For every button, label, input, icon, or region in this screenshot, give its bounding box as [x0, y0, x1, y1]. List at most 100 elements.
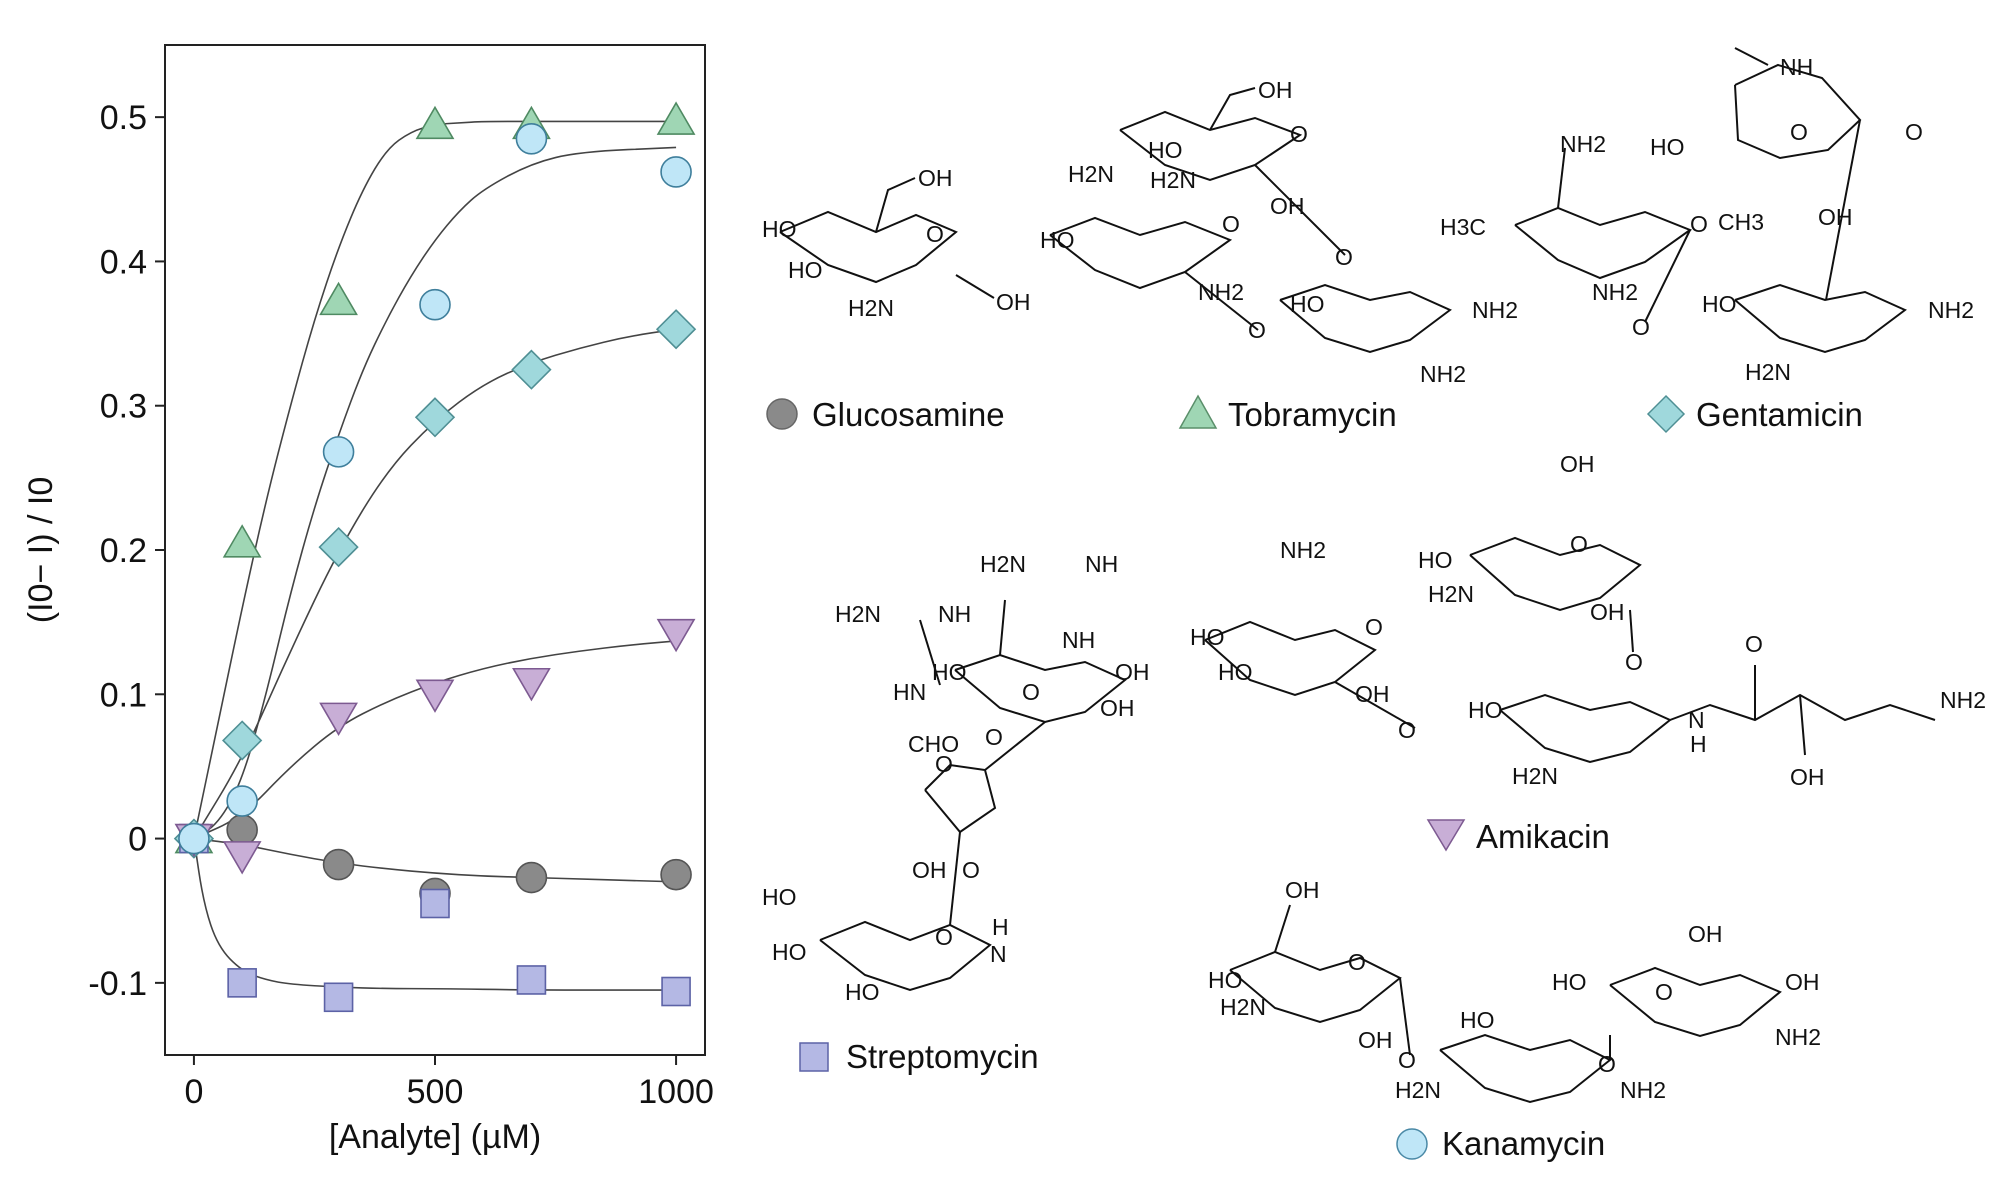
- streptomycin-label: N: [990, 941, 1007, 967]
- data-point-streptomycin: [516, 965, 547, 995]
- data-point-amikacin: [656, 618, 696, 653]
- data-point-kanamycin: [660, 156, 692, 188]
- structures-panel: OH HO HO O H2N OH Glucosamine OH HO O H2…: [762, 47, 1986, 1162]
- legend-label-gentamicin: Gentamicin: [1696, 396, 1863, 433]
- y-tick-label: 0.3: [100, 388, 147, 426]
- amikacin-structure: OH NH2 HO O H2N OH O HO O HO OH HO O N H…: [1190, 451, 1986, 790]
- glucosamine-label: HO: [788, 257, 823, 283]
- gentamicin-label: O: [1905, 119, 1923, 145]
- y-tick-label: 0.2: [100, 532, 147, 570]
- gentamicin-label: NH: [1780, 54, 1813, 80]
- x-axis-title: [Analyte] (µM): [329, 1118, 541, 1156]
- data-point-glucosamine: [322, 848, 355, 881]
- glucosamine-structure: OH HO HO O H2N OH: [762, 165, 1031, 321]
- streptomycin-label: OH: [912, 857, 947, 883]
- amikacin-label: NH2: [1940, 687, 1986, 713]
- amikacin-label: N: [1688, 707, 1705, 733]
- gentamicin-label: NH2: [1928, 297, 1974, 323]
- y-tick-label: 0.5: [100, 99, 147, 137]
- kanamycin-label: H2N: [1220, 994, 1266, 1020]
- kanamycin-label: HO: [1460, 1007, 1495, 1033]
- amikacin-label: O: [1398, 717, 1416, 743]
- kanamycin-label: HO: [1208, 967, 1243, 993]
- tobramycin-label: O: [1248, 317, 1266, 343]
- streptomycin-label: OH: [1115, 659, 1150, 685]
- streptomycin-label: NH: [1062, 627, 1095, 653]
- tobramycin-structure: OH HO O H2N OH H2N HO O NH2 O HO NH2 O N…: [1040, 77, 1518, 387]
- fit-curve-glucosamine: [193, 837, 677, 883]
- streptomycin-label: CHO: [908, 731, 959, 757]
- legend-marker-tobramycin: [1178, 394, 1218, 429]
- amikacin-label: HO: [1418, 547, 1453, 573]
- amikacin-label: H2N: [1428, 581, 1474, 607]
- kanamycin-label: O: [1655, 979, 1673, 1005]
- amikacin-label: HO: [1218, 659, 1253, 685]
- tobramycin-label: HO: [1040, 227, 1075, 253]
- legend-marker-gentamicin: [1646, 394, 1686, 434]
- legend-label-kanamycin: Kanamycin: [1442, 1125, 1605, 1162]
- legend-marker-streptomycin: [799, 1042, 829, 1072]
- legend-label-glucosamine: Glucosamine: [812, 396, 1005, 433]
- y-tick-label: 0.1: [100, 676, 147, 714]
- amikacin-label: H2N: [1512, 763, 1558, 789]
- data-point-streptomycin: [227, 968, 257, 998]
- kanamycin-label: NH2: [1775, 1024, 1821, 1050]
- tobramycin-label: OH: [1270, 193, 1305, 219]
- amikacin-label: HO: [1468, 697, 1503, 723]
- data-point-glucosamine: [660, 858, 692, 891]
- streptomycin-label: O: [962, 857, 980, 883]
- kanamycin-label: OH: [1285, 877, 1320, 903]
- gentamicin-label: NH2: [1592, 279, 1638, 305]
- legend-label-streptomycin: Streptomycin: [846, 1038, 1039, 1075]
- tobramycin-label: NH2: [1198, 279, 1244, 305]
- data-point-streptomycin: [420, 888, 450, 919]
- legend-marker-kanamycin: [1396, 1128, 1428, 1160]
- tobramycin-label: H2N: [1068, 161, 1114, 187]
- glucosamine-label: H2N: [848, 295, 894, 321]
- data-point-kanamycin: [322, 436, 355, 468]
- y-axis-title: (I0− I) / I0: [22, 477, 60, 623]
- streptomycin-label: NH: [938, 601, 971, 627]
- streptomycin-label: O: [985, 724, 1003, 750]
- data-point-gentamicin: [318, 526, 359, 568]
- data-point-gentamicin: [222, 720, 263, 761]
- data-point-amikacin: [512, 667, 551, 702]
- tobramycin-label: H2N: [1150, 167, 1196, 193]
- amikacin-label: OH: [1590, 599, 1625, 625]
- gentamicin-label: HO: [1650, 134, 1685, 160]
- amikacin-label: O: [1745, 631, 1763, 657]
- legend-label-tobramycin: Tobramycin: [1228, 396, 1397, 433]
- tobramycin-label: HO: [1290, 291, 1325, 317]
- kanamycin-label: OH: [1688, 921, 1723, 947]
- data-point-kanamycin: [419, 288, 451, 321]
- amikacin-label: OH: [1560, 451, 1595, 477]
- kanamycin-label: OH: [1358, 1027, 1393, 1053]
- streptomycin-structure: H2N NH H2N NH NH HO OH HN O OH CHO O O O…: [762, 551, 1150, 1005]
- data-point-tobramycin: [222, 524, 262, 558]
- streptomycin-label: O: [935, 924, 953, 950]
- data-point-gentamicin: [414, 397, 456, 438]
- gentamicin-label: O: [1790, 119, 1808, 145]
- amikacin-label: O: [1365, 614, 1383, 640]
- data-point-gentamicin: [655, 309, 697, 350]
- data-point-kanamycin: [226, 785, 258, 817]
- x-tick-label: 500: [407, 1073, 464, 1111]
- data-point-tobramycin: [656, 101, 696, 135]
- x-tick-label: 0: [184, 1073, 203, 1111]
- data-point-glucosamine: [226, 814, 258, 846]
- amikacin-label: OH: [1355, 681, 1390, 707]
- streptomycin-label: O: [935, 751, 953, 777]
- gentamicin-label: OH: [1818, 204, 1853, 230]
- amikacin-label: OH: [1790, 764, 1825, 790]
- amikacin-label: O: [1570, 531, 1588, 557]
- gentamicin-structure: NH NH2 HO O O H3C CH3 OH O NH2 HO NH2 O …: [1440, 47, 1974, 385]
- data-point-kanamycin: [178, 822, 210, 855]
- legend-marker-glucosamine: [766, 398, 798, 430]
- data-point-amikacin: [319, 702, 358, 736]
- kanamycin-label: O: [1598, 1051, 1616, 1077]
- gentamicin-label: H3C: [1440, 214, 1486, 240]
- data-point-streptomycin: [323, 982, 354, 1013]
- tobramycin-label: O: [1290, 121, 1308, 147]
- data-point-streptomycin: [661, 976, 691, 1007]
